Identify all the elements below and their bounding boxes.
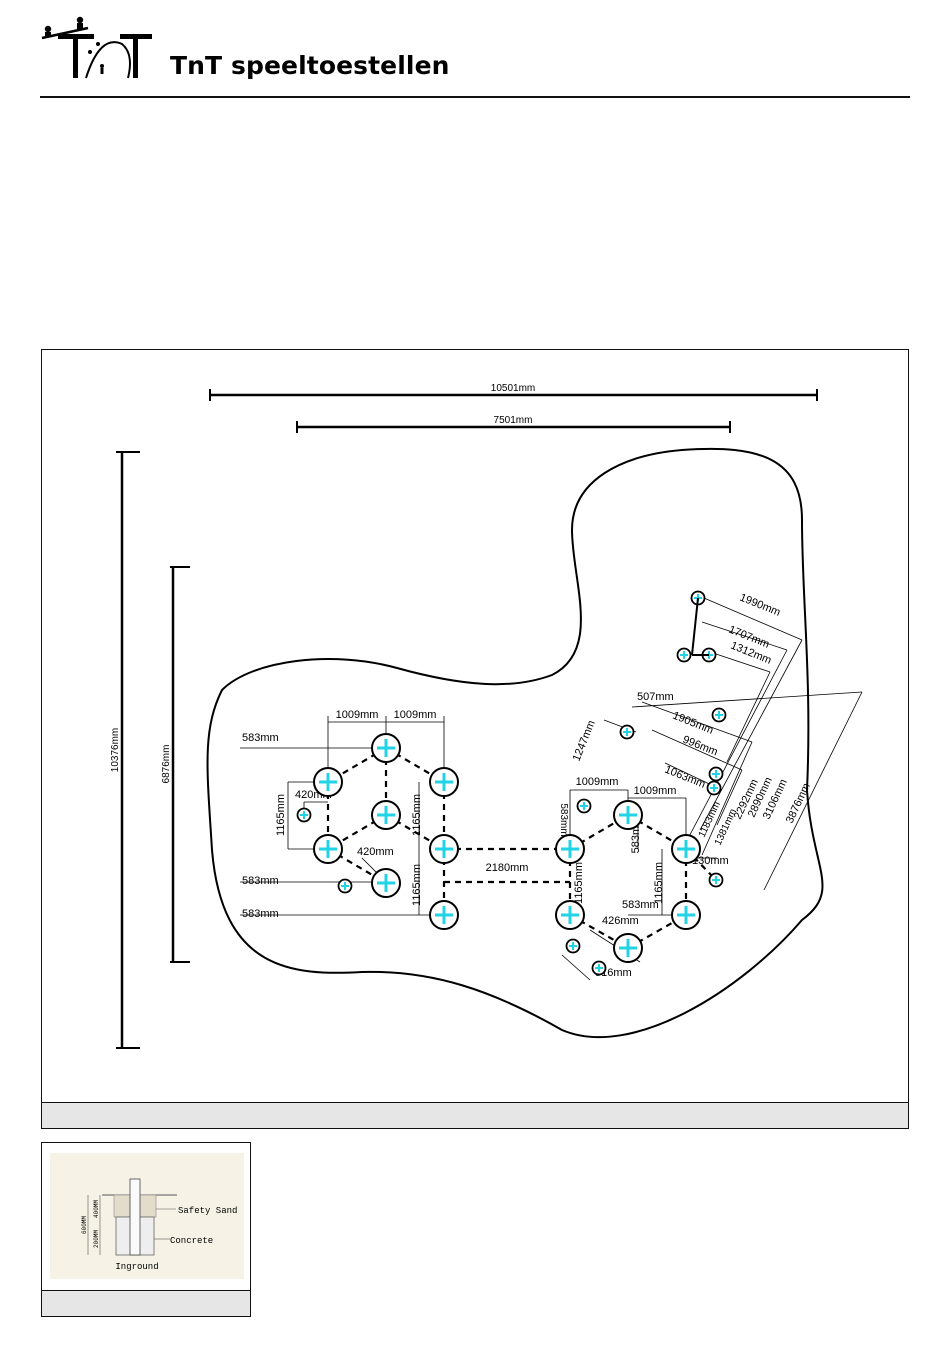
- brand-name: TnT speeltoestellen: [170, 51, 450, 80]
- right-height-a-label: 1165mm: [573, 862, 585, 904]
- site-plan-drawing: 10501mm 7501mm 10376mm 6876mm: [110, 383, 863, 1049]
- right-cross-gap-label: 130mm: [692, 855, 729, 867]
- page-header: TnT speeltoestellen: [40, 14, 910, 98]
- left-spacing-b-label: 1009mm: [394, 709, 437, 721]
- left-height-right-label: 1165mm: [411, 864, 423, 906]
- left-gap-mid-label: 420mm: [357, 846, 394, 858]
- small-post-icon: [565, 938, 581, 954]
- small-post-icon: [591, 960, 607, 976]
- post-icon: [370, 799, 402, 831]
- left-offset-top-label: 583mm: [242, 732, 279, 744]
- small-post-icon: [711, 707, 727, 723]
- small-post-icon: [296, 807, 312, 823]
- header-divider: [40, 96, 910, 98]
- right-gap-label: 426mm: [602, 915, 639, 927]
- inner-width-label: 7501mm: [494, 415, 533, 426]
- overall-height-label: 10376mm: [110, 728, 121, 772]
- right-height-b-label: 1165mm: [653, 862, 665, 904]
- post-icon: [312, 833, 344, 865]
- post-icon: [428, 766, 460, 798]
- post-icon: [670, 833, 702, 865]
- logo-arch: [85, 41, 131, 79]
- inner-height-dimension: 6876mm: [161, 566, 190, 963]
- post-icon: [612, 799, 644, 831]
- site-plan-frame: 10501mm 7501mm 10376mm 6876mm: [41, 349, 909, 1129]
- overall-height-dimension: 10376mm: [110, 451, 140, 1049]
- inner-height-label: 6876mm: [161, 745, 172, 784]
- radial-label: 1990mm: [738, 592, 782, 619]
- small-post-icon: [576, 798, 592, 814]
- logo-figure-right: [76, 16, 84, 24]
- logo-climber-3-body: [100, 68, 104, 74]
- right-spacing-b-label: 1009mm: [634, 785, 677, 797]
- logo-figure-left-body: [45, 32, 51, 37]
- post-icon: [370, 867, 402, 899]
- post-icon: [428, 833, 460, 865]
- inground-label: Inground: [115, 1262, 158, 1272]
- right-diagonal-label: 1247mm: [571, 719, 598, 763]
- right-spacing-a-label: 1009mm: [576, 776, 619, 788]
- logo-figure-left: [44, 25, 52, 33]
- post-icon: [428, 899, 460, 931]
- radial-label: 507mm: [637, 691, 674, 703]
- small-post-icon: [619, 724, 635, 740]
- overall-width-label: 10501mm: [491, 383, 535, 394]
- inner-width-dimension: 7501mm: [296, 415, 731, 433]
- plan-caption-bar: [42, 1102, 908, 1128]
- depth-top-label: 400MM: [93, 1200, 100, 1218]
- right-small-left-label: 583mm: [558, 803, 569, 836]
- left-offset-bottom-label: 583mm: [242, 908, 279, 920]
- post-link-line: [691, 597, 699, 656]
- logo-letter-t2-stem: [133, 34, 138, 78]
- post-icon: [312, 766, 344, 798]
- small-post-icon: [337, 878, 353, 894]
- foundation-detail-drawing: 600MM 400MM 200MM Safety Sand Concrete I…: [50, 1153, 244, 1279]
- tnt-logo: [41, 16, 152, 79]
- radial-dimensions: [631, 594, 863, 891]
- detail-dimension-lines: [87, 1195, 176, 1255]
- logo-climber-3: [100, 64, 104, 68]
- logo-climber-2: [96, 42, 100, 46]
- post-icon: [612, 932, 644, 964]
- concrete-label: Concrete: [170, 1236, 213, 1246]
- radial-label: 996mm: [681, 734, 720, 759]
- post-icon: [554, 833, 586, 865]
- depth-total-label: 600MM: [81, 1216, 88, 1234]
- right-offset-bottom-label: 583mm: [622, 899, 659, 911]
- left-height-inner-label: 1165mm: [411, 794, 423, 836]
- safety-sand-label: Safety Sand: [178, 1206, 237, 1216]
- left-spacing-a-label: 1009mm: [336, 709, 379, 721]
- logo-letter-t-stem: [73, 34, 78, 78]
- left-height-label: 1165mm: [275, 794, 287, 836]
- detail-caption-bar: [42, 1290, 250, 1316]
- left-offset-mid-label: 583mm: [242, 875, 279, 887]
- post-icon: [370, 732, 402, 764]
- small-post-icon: [676, 647, 692, 663]
- post-icon: [554, 899, 586, 931]
- safety-zone-outline: [206, 447, 824, 1039]
- right-structure-frame: [568, 814, 717, 949]
- radial-label: 1905mm: [671, 710, 715, 737]
- overall-width-dimension: 10501mm: [209, 383, 818, 401]
- connector-label: 2180mm: [486, 862, 529, 874]
- small-post-icon: [706, 780, 722, 796]
- logo-climber-1: [88, 50, 92, 54]
- depth-bottom-label: 200MM: [93, 1230, 100, 1248]
- foundation-detail-frame: 600MM 400MM 200MM Safety Sand Concrete I…: [41, 1142, 251, 1317]
- post-in-ground: [129, 1178, 141, 1256]
- small-post-icon: [708, 872, 724, 888]
- small-post-icon: [708, 766, 724, 782]
- post-icon: [670, 899, 702, 931]
- logo-figure-right-body: [77, 23, 83, 29]
